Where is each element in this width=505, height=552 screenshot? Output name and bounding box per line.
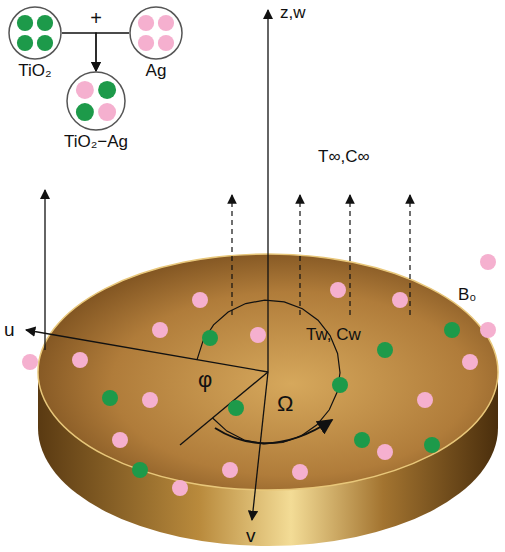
vertical-arrow bbox=[44, 190, 45, 350]
nanoparticle bbox=[158, 35, 174, 51]
figure-label: B₀ bbox=[458, 286, 476, 305]
nanoparticle bbox=[152, 322, 168, 338]
nanoparticle bbox=[17, 35, 33, 51]
particle-circle: TiO₂ bbox=[8, 6, 62, 60]
circle-outline bbox=[8, 6, 62, 60]
nanoparticle bbox=[250, 327, 266, 343]
figure-label: Ω bbox=[277, 392, 293, 416]
nanoparticle bbox=[192, 292, 208, 308]
circle-outline bbox=[66, 71, 126, 131]
z-axis bbox=[267, 10, 268, 372]
flow-arrow bbox=[409, 195, 410, 315]
particle-circle: TiO₂−Ag bbox=[66, 71, 126, 131]
particle-name: TiO₂ bbox=[18, 62, 51, 81]
nanoparticle bbox=[417, 392, 433, 408]
nanoparticle bbox=[292, 464, 308, 480]
nanoparticle bbox=[132, 462, 148, 478]
nanoparticle bbox=[138, 15, 154, 31]
nanoparticle bbox=[98, 103, 116, 121]
figure-label: φ bbox=[198, 368, 212, 392]
nanoparticle bbox=[22, 354, 38, 370]
figure-label: Tw, Cw bbox=[306, 326, 361, 345]
nanoparticle bbox=[158, 15, 174, 31]
nanoparticle bbox=[72, 352, 88, 368]
nanoparticle bbox=[228, 400, 244, 416]
u-axis bbox=[26, 330, 268, 372]
nanoparticle bbox=[172, 480, 188, 496]
particle-name: Ag bbox=[146, 62, 167, 81]
flow-arrow bbox=[349, 195, 350, 315]
nanoparticle bbox=[202, 330, 218, 346]
nanoparticle bbox=[17, 15, 33, 31]
particle-name: TiO₂−Ag bbox=[64, 133, 128, 152]
nanoparticle bbox=[330, 282, 346, 298]
mixing-arrow bbox=[96, 33, 129, 71]
nanoparticle bbox=[377, 444, 393, 460]
circle-outline bbox=[129, 6, 183, 60]
figure-label: + bbox=[90, 7, 102, 29]
nanoparticle bbox=[354, 432, 370, 448]
flow-arrow bbox=[231, 195, 232, 315]
nanoparticle bbox=[37, 15, 53, 31]
particle-circle: Ag bbox=[129, 6, 183, 60]
nanoparticle bbox=[424, 437, 440, 453]
nanoparticle bbox=[98, 81, 116, 99]
nanoparticle bbox=[392, 292, 408, 308]
nanoparticle bbox=[76, 81, 94, 99]
figure-label: v bbox=[246, 526, 256, 547]
v-axis bbox=[252, 372, 268, 520]
nanoparticle bbox=[480, 322, 496, 338]
rotation-arrow bbox=[215, 420, 332, 443]
nanoparticle bbox=[76, 103, 94, 121]
nanoparticle bbox=[112, 432, 128, 448]
nanoparticle bbox=[462, 354, 478, 370]
nanoparticle bbox=[142, 392, 158, 408]
mixing-arrow bbox=[62, 33, 96, 71]
figure-label: T∞,C∞ bbox=[318, 148, 370, 167]
nanoparticle bbox=[138, 35, 154, 51]
figure-label: u bbox=[4, 320, 15, 341]
nanoparticle bbox=[377, 342, 393, 358]
nanoparticle bbox=[480, 254, 496, 270]
nanoparticle bbox=[102, 390, 118, 406]
flow-arrow bbox=[299, 195, 300, 315]
nanoparticle bbox=[222, 462, 238, 478]
angle-arc bbox=[197, 300, 340, 444]
nanoparticle bbox=[444, 322, 460, 338]
nanoparticle bbox=[332, 377, 348, 393]
nanoparticle bbox=[37, 35, 53, 51]
figure-label: z,w bbox=[280, 4, 306, 23]
